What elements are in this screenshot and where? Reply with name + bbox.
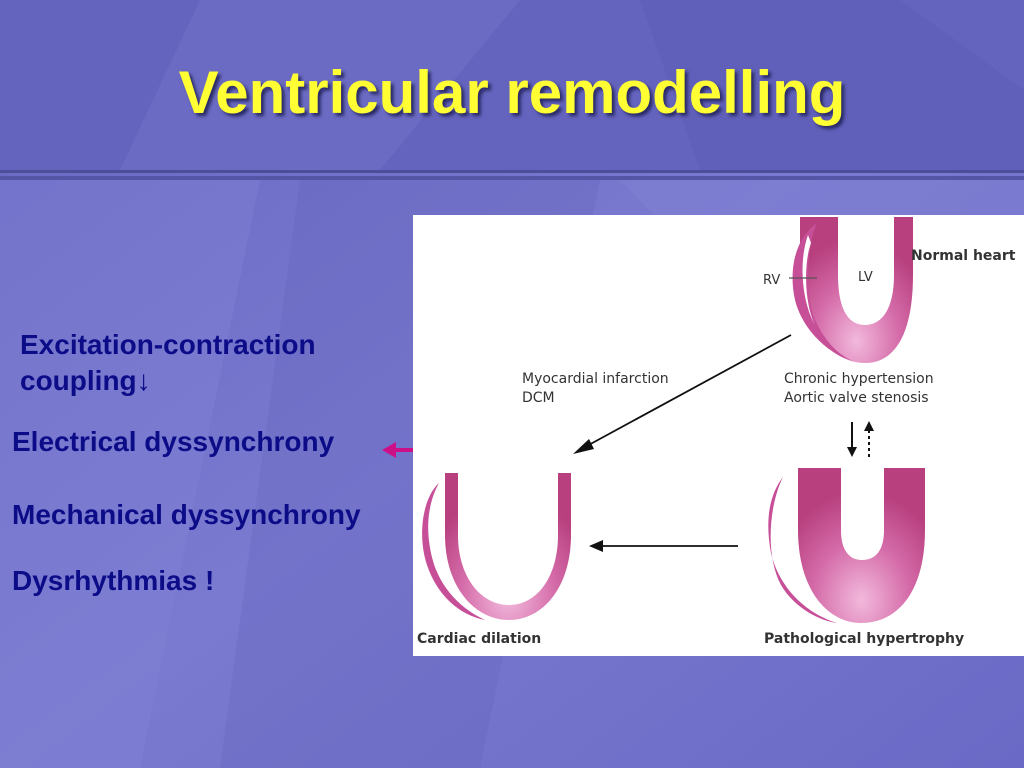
rv-label: RV bbox=[763, 273, 780, 288]
mi-label-line1: Myocardial infarction bbox=[522, 371, 669, 387]
title-divider-lower bbox=[0, 176, 1024, 180]
hypertension-label-line1: Chronic hypertension bbox=[784, 371, 934, 387]
hypertrophy-heart-drawing bbox=[768, 468, 925, 623]
normal-heart-drawing bbox=[792, 217, 913, 363]
bullet-dysrhythmias: Dysrhythmias ! bbox=[12, 565, 215, 596]
arrow-to-dilation-icon bbox=[573, 334, 792, 454]
title-divider bbox=[0, 170, 1024, 173]
dilation-label: Cardiac dilation bbox=[417, 631, 541, 647]
hypertrophy-label: Pathological hypertrophy bbox=[764, 631, 964, 647]
arrow-to-hypertrophy-icon bbox=[847, 422, 857, 457]
bullet-ec-coupling-line2: coupling↓ bbox=[20, 365, 151, 396]
normal-heart-label: Normal heart bbox=[911, 248, 1016, 264]
bullet-electrical-dyssynchrony: Electrical dyssynchrony bbox=[12, 426, 335, 457]
dilation-heart-drawing bbox=[422, 473, 571, 620]
bullet-mechanical-dyssynchrony: Mechanical dyssynchrony bbox=[12, 499, 361, 530]
arrow-hypertrophy-to-dilation-icon bbox=[589, 540, 738, 552]
reversal-arrow-icon bbox=[864, 421, 874, 457]
bullet-ec-coupling-line1: Excitation-contraction bbox=[20, 329, 316, 360]
slide-title: Ventricular remodelling bbox=[178, 59, 846, 126]
lv-label: LV bbox=[858, 270, 873, 285]
remodelling-figure: RV LV Normal heart Myocardial infarction… bbox=[413, 215, 1024, 656]
mi-label-line2: DCM bbox=[522, 390, 555, 406]
hypertension-label-line2: Aortic valve stenosis bbox=[784, 390, 929, 406]
